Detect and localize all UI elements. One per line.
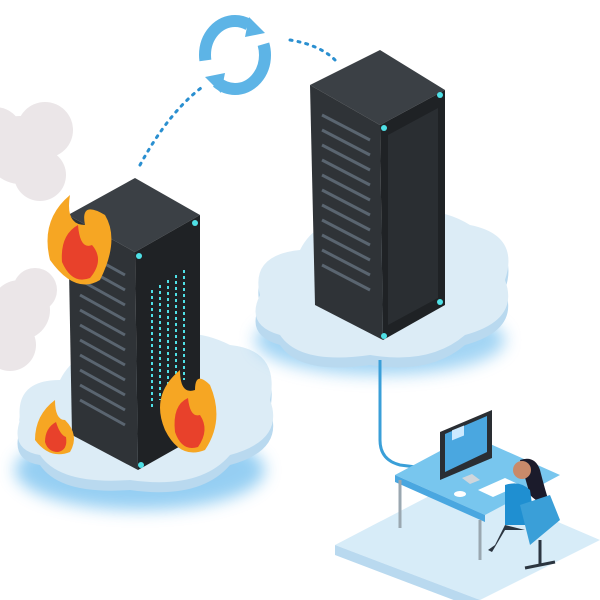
sync-link-dotted-line — [138, 83, 207, 167]
vents-right — [321, 113, 371, 292]
monitor — [440, 410, 492, 484]
person — [488, 458, 560, 570]
sync-link-dotted-line-right — [288, 38, 337, 62]
status-leds — [151, 270, 185, 410]
fire-icon — [160, 370, 217, 453]
fire-icon — [35, 400, 74, 455]
server-rack-icon[interactable] — [310, 50, 445, 340]
fire-icon — [47, 195, 112, 285]
network-cable — [378, 360, 441, 472]
smoke-cloud-icon — [0, 102, 73, 371]
sync-icon[interactable] — [199, 15, 271, 95]
workstation-icon[interactable] — [335, 410, 600, 600]
